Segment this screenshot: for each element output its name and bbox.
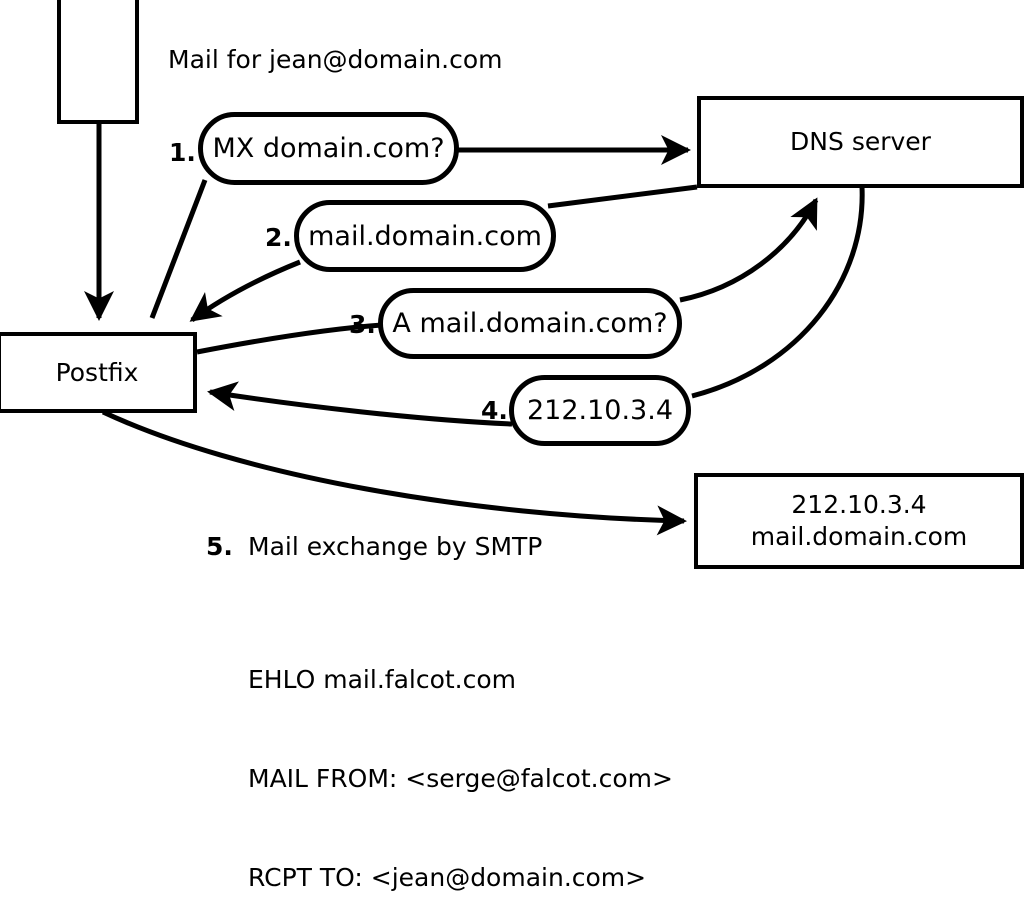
- message-pill-step-1-label: MX domain.com?: [212, 133, 445, 164]
- step-number-4: 4.: [481, 396, 508, 425]
- connector-step3-tail: [196, 322, 383, 355]
- node-postfix-label: Postfix: [55, 357, 139, 387]
- connector-step2-to-postfix: [189, 259, 301, 323]
- message-pill-step-2: mail.domain.com: [294, 200, 556, 272]
- step-number-1: 1.: [169, 138, 196, 167]
- smtp-line: EHLO mail.falcot.com: [248, 665, 517, 694]
- connector-step1-tail: [149, 179, 208, 319]
- node-mail-server-ip: 212.10.3.4: [791, 490, 927, 519]
- step-number-2: 2.: [265, 223, 292, 252]
- node-client-box: [57, 0, 139, 124]
- smtp-line: MAIL FROM: <serge@falcot.com>: [248, 764, 673, 793]
- connector-step2-from-dns: [547, 184, 698, 209]
- connector-step5-smtp: [101, 409, 687, 536]
- node-mail-server-box: 212.10.3.4 mail.domain.com: [694, 473, 1024, 569]
- node-mail-server-host: mail.domain.com: [750, 522, 968, 551]
- message-pill-step-4-label: 212.10.3.4: [527, 395, 673, 426]
- message-pill-step-4: 212.10.3.4: [509, 375, 691, 446]
- step-number-5: 5.: [206, 532, 233, 561]
- message-pill-step-3: A mail.domain.com?: [378, 288, 682, 359]
- step-5-description: Mail exchange by SMTP: [248, 532, 543, 561]
- message-pill-step-3-label: A mail.domain.com?: [392, 308, 668, 339]
- step-number-3: 3.: [349, 310, 376, 339]
- message-pill-step-2-label: mail.domain.com: [308, 220, 542, 252]
- smtp-transcript: EHLO mail.falcot.com MAIL FROM: <serge@f…: [248, 597, 673, 919]
- node-dns-server-label: DNS server: [790, 127, 931, 156]
- connector-step3-to-dns: [679, 197, 819, 303]
- mail-for-note: Mail for jean@domain.com: [168, 45, 503, 74]
- connector-step4-from-dns: [691, 186, 865, 399]
- message-pill-step-1: MX domain.com?: [198, 112, 459, 185]
- connector-step4-to-postfix: [207, 381, 513, 427]
- node-postfix-box: Postfix: [0, 332, 197, 413]
- smtp-line: RCPT TO: <jean@domain.com>: [248, 863, 647, 892]
- node-dns-server-box: DNS server: [697, 96, 1024, 188]
